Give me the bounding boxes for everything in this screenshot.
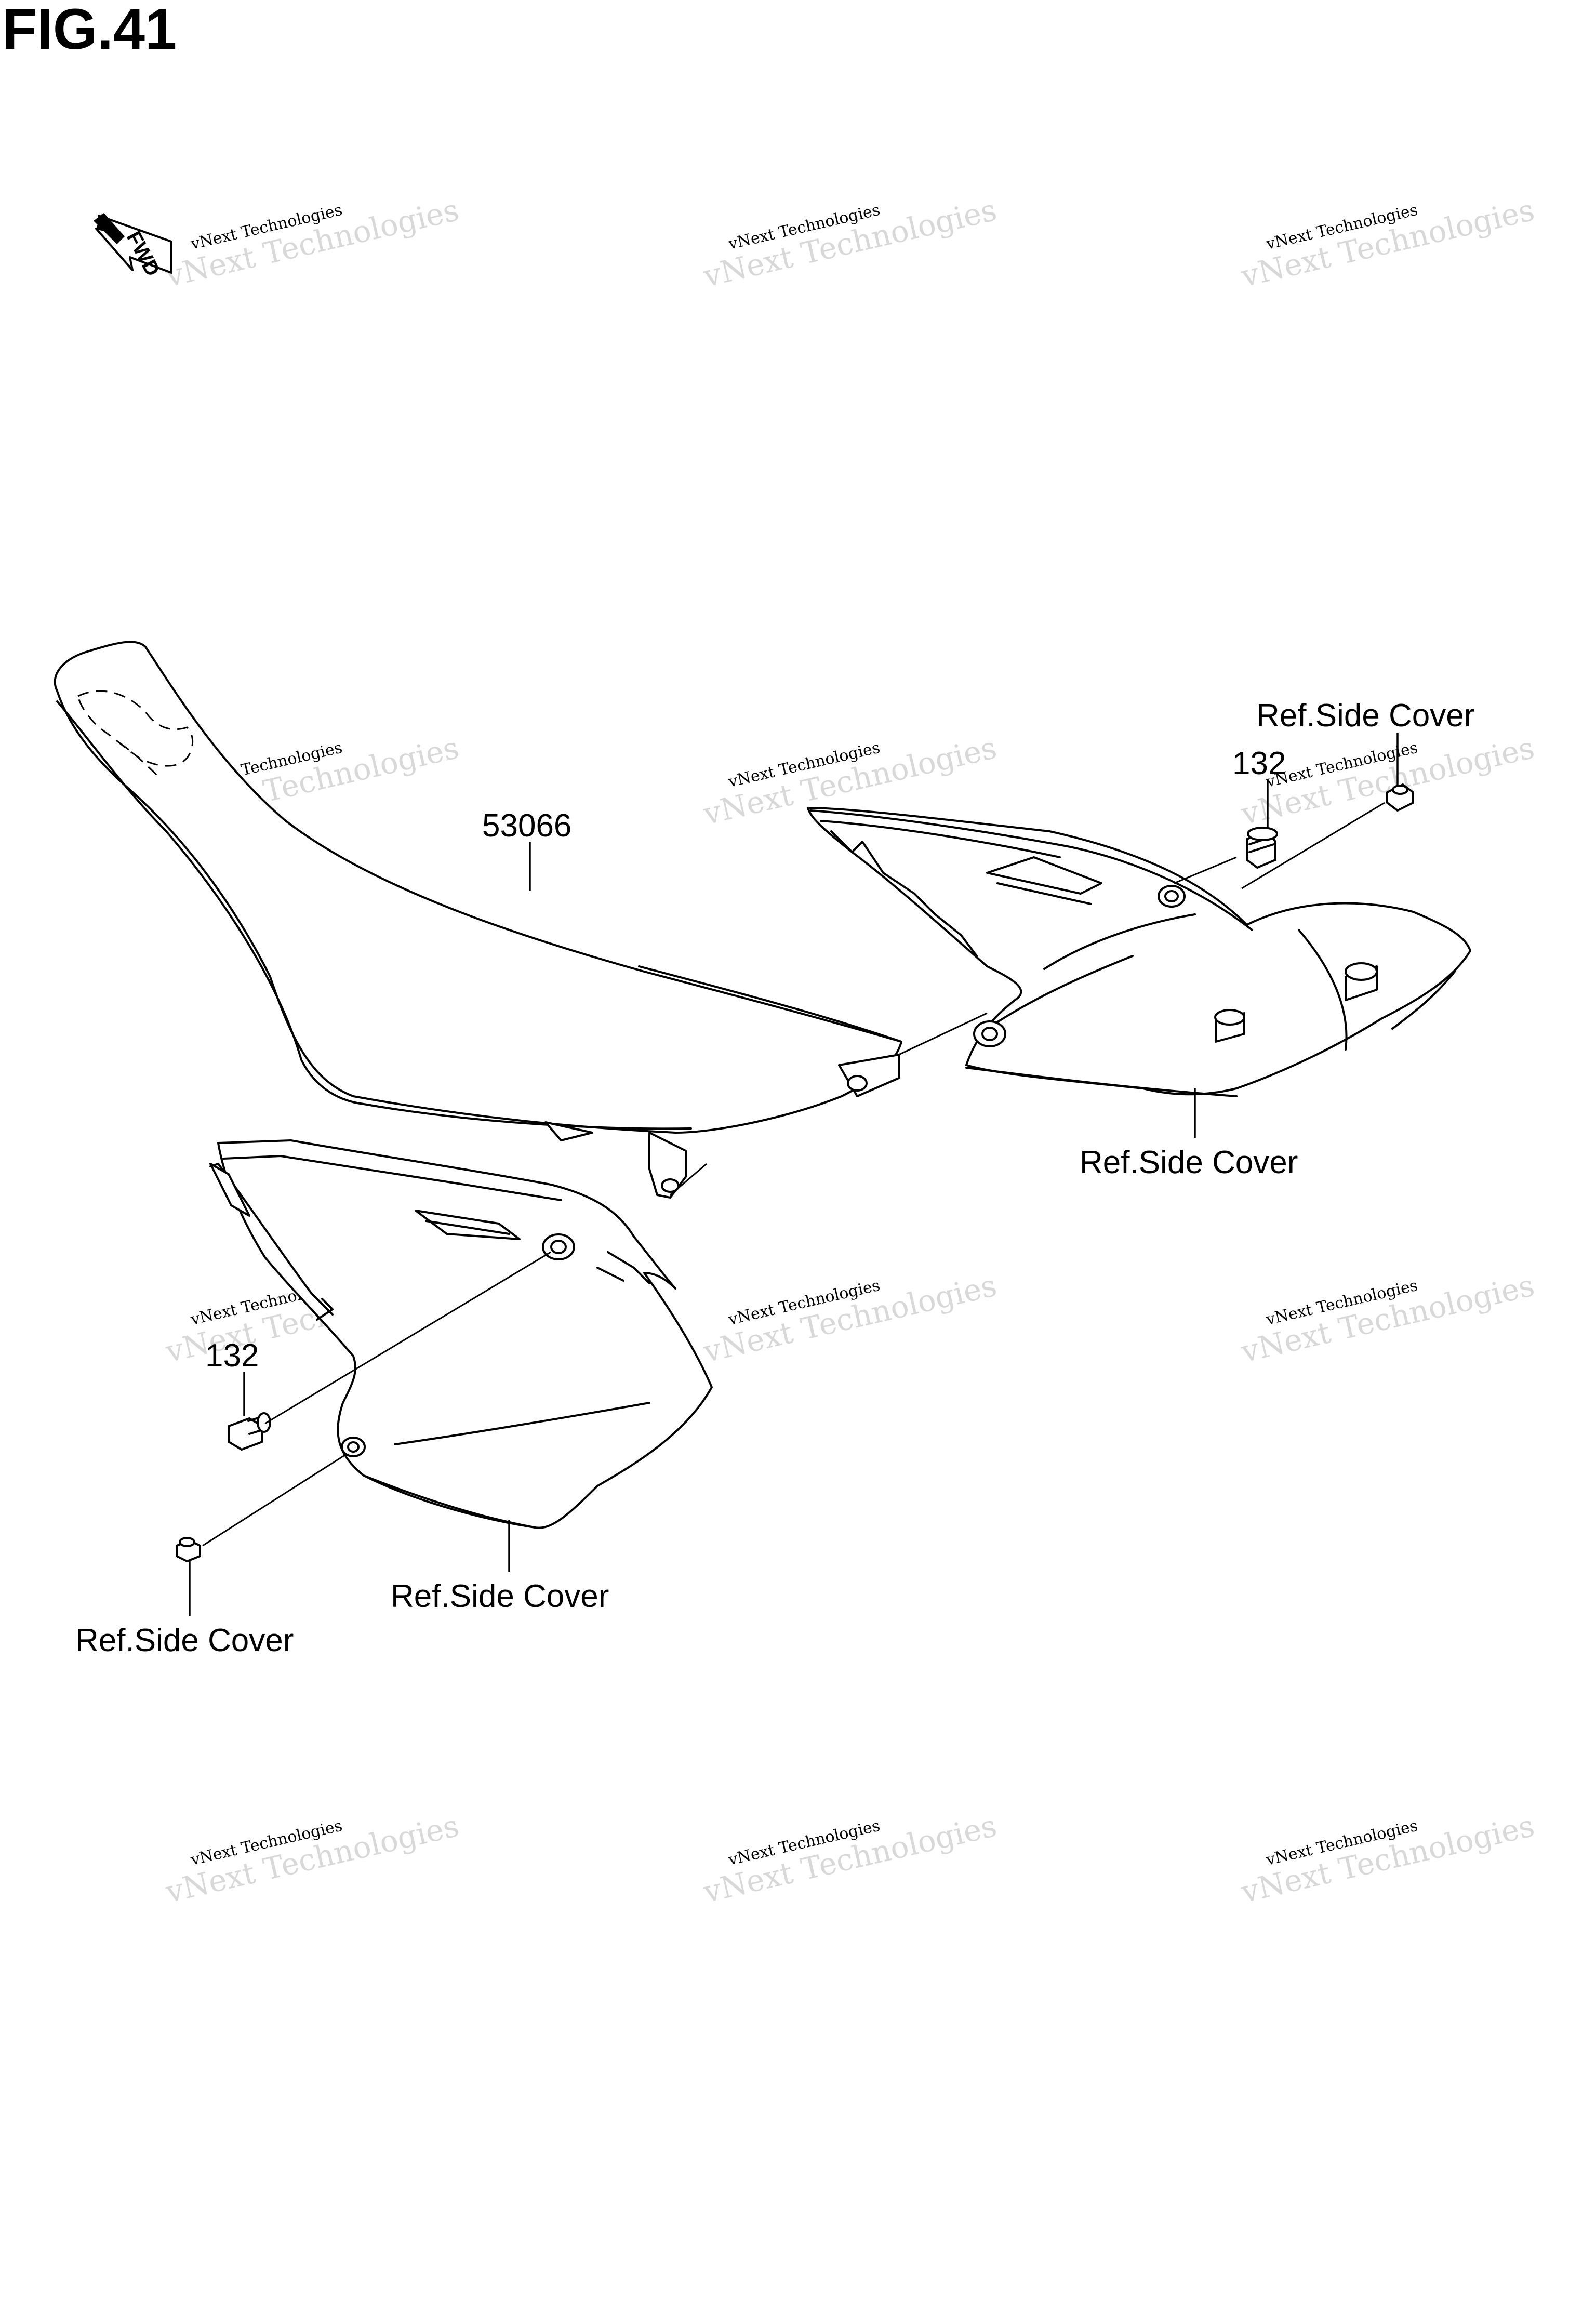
nut-upper-right [1386,783,1414,812]
forward-arrow-icon: FWD [94,213,172,280]
nut-lower-left [176,1537,201,1562]
watermark: vNext Technologies vNext Technologies [1238,1268,1538,1370]
callout-ref-lower-left: Ref.Side Cover [75,1623,294,1658]
watermark: vNext Technologies vNext Technologies [700,1808,1000,1910]
figure-title: FIG.41 [2,0,177,61]
bolt-132-upper [1246,827,1278,869]
watermark: vNext Technologies vNext Technologies [700,192,1000,294]
callout-ref-upper-right: Ref.Side Cover [1256,698,1474,734]
callout-53066: 53066 [482,808,571,844]
watermark: vNext Technologies vNext Technologies [162,1808,462,1910]
watermark: vNext Technologies vNext Technologies [162,192,462,294]
callout-132-lower: 132 [205,1338,259,1374]
left-side-cover [209,1139,713,1529]
watermark: vNext Technologies vNext Technologies [1238,192,1538,294]
callout-ref-right-cover: Ref.Side Cover [1080,1145,1298,1180]
watermark: vNext Technologies vNext Technologies [700,1268,1000,1370]
callout-132-upper: 132 [1232,746,1286,781]
callout-ref-left-cover: Ref.Side Cover [391,1578,609,1614]
seat-part [54,641,902,1199]
watermark: vNext Technologies vNext Technologies [1238,1808,1538,1910]
right-side-cover [807,807,1471,1097]
bolt-132-lower [228,1412,271,1451]
